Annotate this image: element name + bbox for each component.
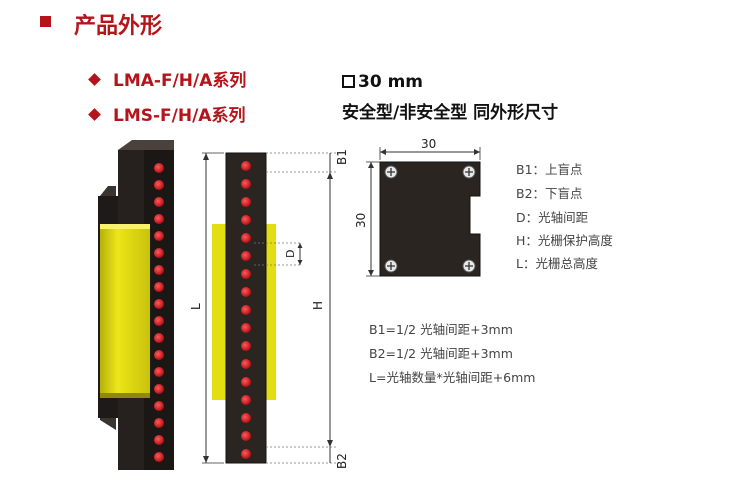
legend-item-d: D：光轴间距 [516, 210, 589, 225]
cross-section-view: 30 30 [354, 137, 481, 277]
dimension-B2-label: B2 [335, 453, 349, 469]
formula-l: L=光轴数量*光轴间距+6mm [369, 370, 536, 385]
front-dimension-view: L H B1 B2 D [189, 149, 349, 469]
dimension-B1-label: B1 [335, 149, 349, 165]
led-column-3d [154, 163, 164, 462]
screw-icon [384, 165, 398, 179]
square-section-icon [342, 75, 355, 88]
screw-icon [462, 259, 476, 273]
formula-b1: B1=1/2 光轴间距+3mm [369, 322, 513, 337]
dimension-D-label: D [284, 250, 297, 258]
series-label: LMA-F/H/A系列 [113, 71, 247, 91]
series-item-lma: LMA-F/H/A系列 [88, 66, 247, 91]
dimension-H-label: H [311, 301, 325, 310]
spec-subtitle: 安全型/非安全型 同外形尺寸 [342, 103, 559, 123]
section-width-label: 30 [421, 137, 436, 151]
product-3d-view [98, 140, 174, 470]
series-item-lms: LMS-F/H/A系列 [88, 101, 246, 126]
screw-icon [462, 165, 476, 179]
section-height-label: 30 [354, 213, 368, 228]
formula-b2: B2=1/2 光轴间距+3mm [369, 346, 513, 361]
screw-icon [384, 259, 398, 273]
title-bullet-square [40, 16, 51, 27]
legend-item-b1: B1：上盲点 [516, 162, 583, 177]
series-label: LMS-F/H/A系列 [113, 106, 246, 126]
led-column-front [241, 161, 251, 459]
size-label: 30 mm [358, 72, 424, 92]
legend-item-l: L：光栅总高度 [516, 256, 598, 271]
legend-item-h: H：光栅保护高度 [516, 233, 613, 248]
legend-item-b2: B2：下盲点 [516, 186, 583, 201]
page-title: 产品外形 [74, 14, 163, 39]
dimension-L-label: L [189, 303, 203, 310]
size-heading: 30 mm [342, 72, 423, 92]
